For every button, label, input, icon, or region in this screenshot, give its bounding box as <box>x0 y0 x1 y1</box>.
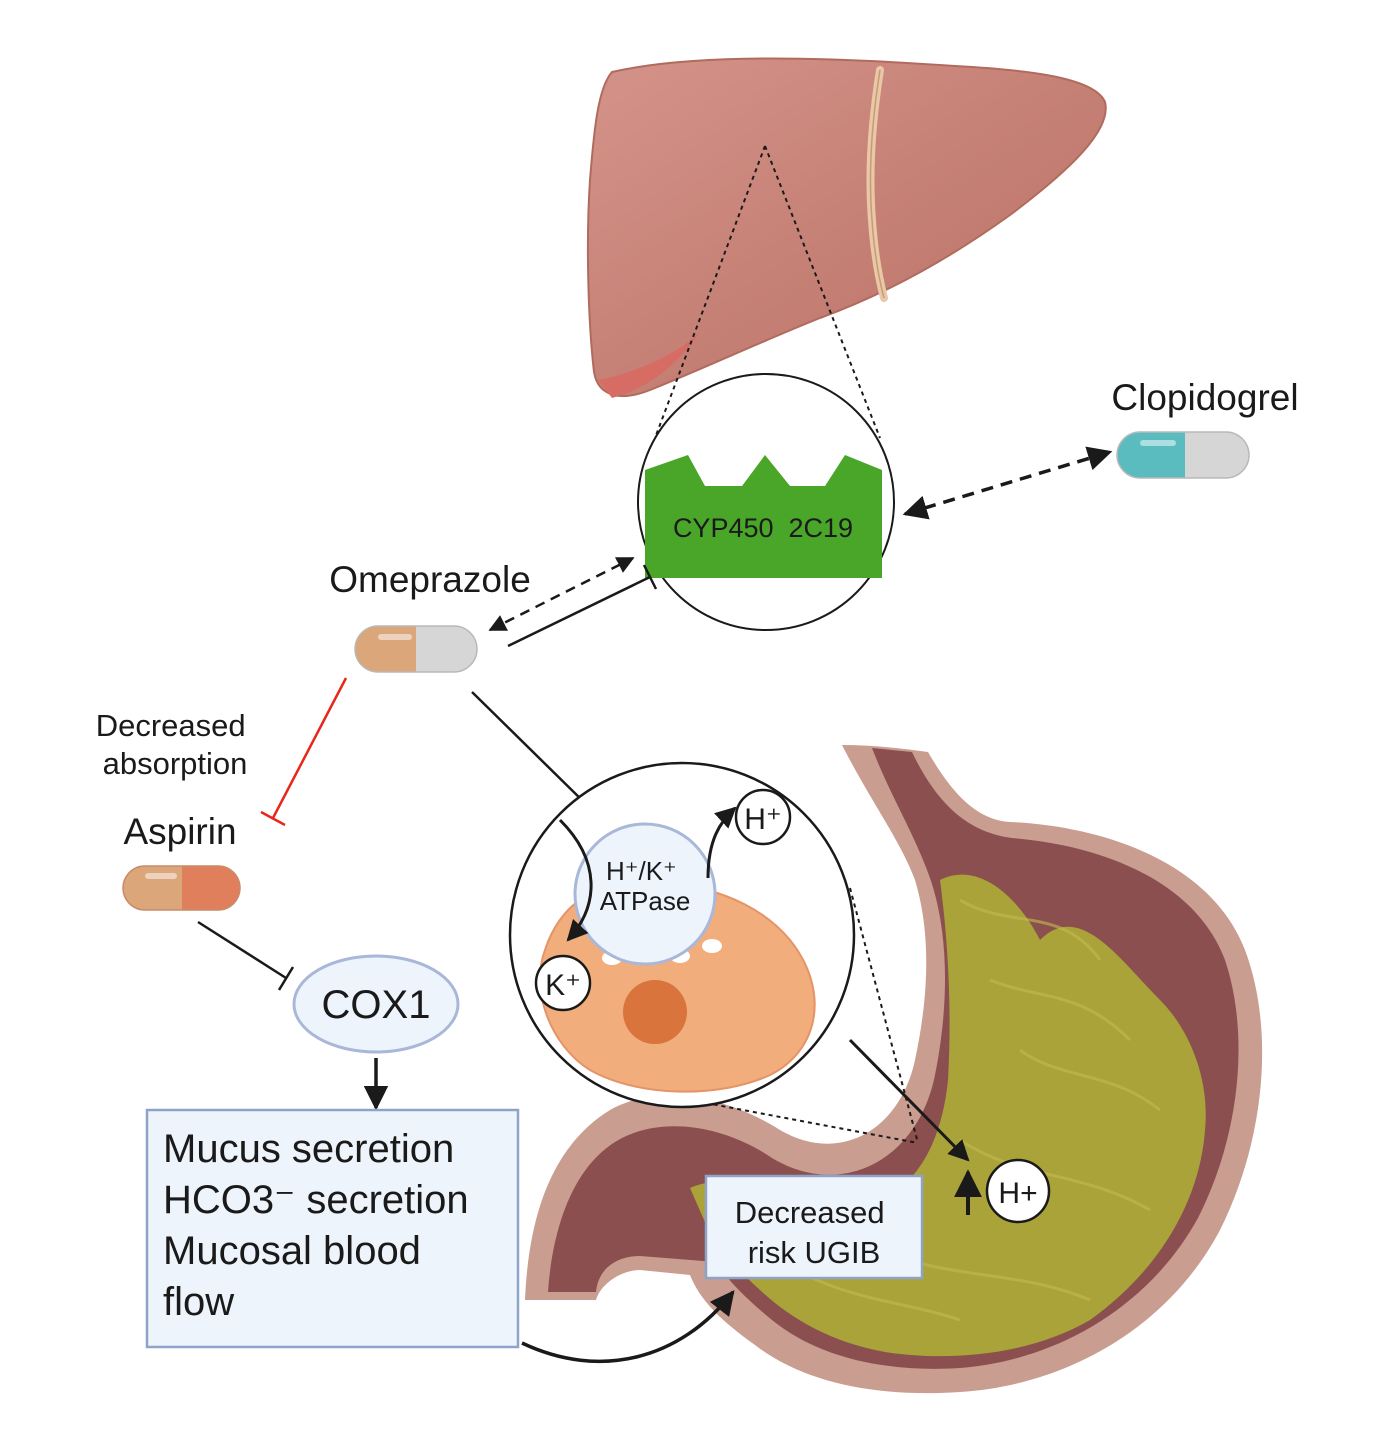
omeprazole-cyp-dashed-arrow <box>488 556 635 632</box>
cyp-enzyme-shape <box>645 455 882 578</box>
cell-nucleus <box>623 980 687 1044</box>
omeprazole-cyp-inhibition <box>507 564 658 648</box>
cyp-enzyme-label: CYP450 2C19 <box>673 513 853 543</box>
k-ion-label: K⁺ <box>545 969 581 1002</box>
aspirin-label: Aspirin <box>123 811 236 852</box>
aspirin-capsule <box>122 865 241 911</box>
atpase-line-2: ATPase <box>600 886 691 916</box>
risk-line-1: Decreased <box>735 1195 885 1230</box>
effect-hco3: HCO3⁻ secretion <box>163 1178 469 1222</box>
stomach-h-label: H+ <box>998 1177 1037 1210</box>
liver-shape <box>586 57 1107 397</box>
effects-text: Mucus secretion HCO3⁻ secretion Mucosal … <box>163 1127 480 1324</box>
cox1-node: COX1 <box>292 954 460 1054</box>
h-ion-label: H⁺ <box>744 803 782 836</box>
acid-arrow <box>848 1038 970 1162</box>
decreased-absorption-line-2: absorption <box>103 746 248 781</box>
omeprazole-label: Omeprazole <box>329 559 531 600</box>
decreased-absorption-label: Decreased absorption <box>96 708 255 781</box>
cyp-zoom-circle: CYP450 2C19 <box>637 373 895 631</box>
atpase-line-1: H⁺/K⁺ <box>606 856 677 886</box>
effect-blood-flow-2: flow <box>163 1280 234 1324</box>
parietal-cell-zoom: H⁺/K⁺ ATPase H⁺ K⁺ <box>508 761 919 1144</box>
clopidogrel-capsule <box>1116 431 1250 479</box>
effect-mucus: Mucus secretion <box>163 1127 454 1171</box>
liver-illustration <box>586 57 1107 398</box>
effects-risk-arrow <box>521 1290 735 1364</box>
omeprazole-aspirin-inhibition <box>260 677 348 827</box>
clopidogrel-label: Clopidogrel <box>1111 377 1298 418</box>
effects-box: Mucus secretion HCO3⁻ secretion Mucosal … <box>145 1108 520 1349</box>
omeprazole-capsule <box>354 625 478 673</box>
atpase-pump <box>573 822 717 966</box>
risk-line-2: risk UGIB <box>748 1235 881 1270</box>
risk-text: Decreased risk UGIB <box>735 1195 894 1270</box>
stomach-h-indicator: H+ <box>954 1158 1051 1224</box>
atpase-label: H⁺/K⁺ ATPase <box>600 856 691 916</box>
decreased-absorption-line-1: Decreased <box>96 708 246 743</box>
k-ion <box>534 954 592 1012</box>
effect-blood-flow-1: Mucosal blood <box>163 1229 421 1273</box>
aspirin-cox1-inhibition <box>197 920 295 991</box>
cox1-label: COX1 <box>322 983 431 1027</box>
clopidogrel-cyp-arrow <box>902 446 1113 520</box>
h-ion-top <box>734 788 792 846</box>
risk-box: Decreased risk UGIB <box>704 1174 924 1280</box>
liver-lower-edge <box>598 332 700 398</box>
